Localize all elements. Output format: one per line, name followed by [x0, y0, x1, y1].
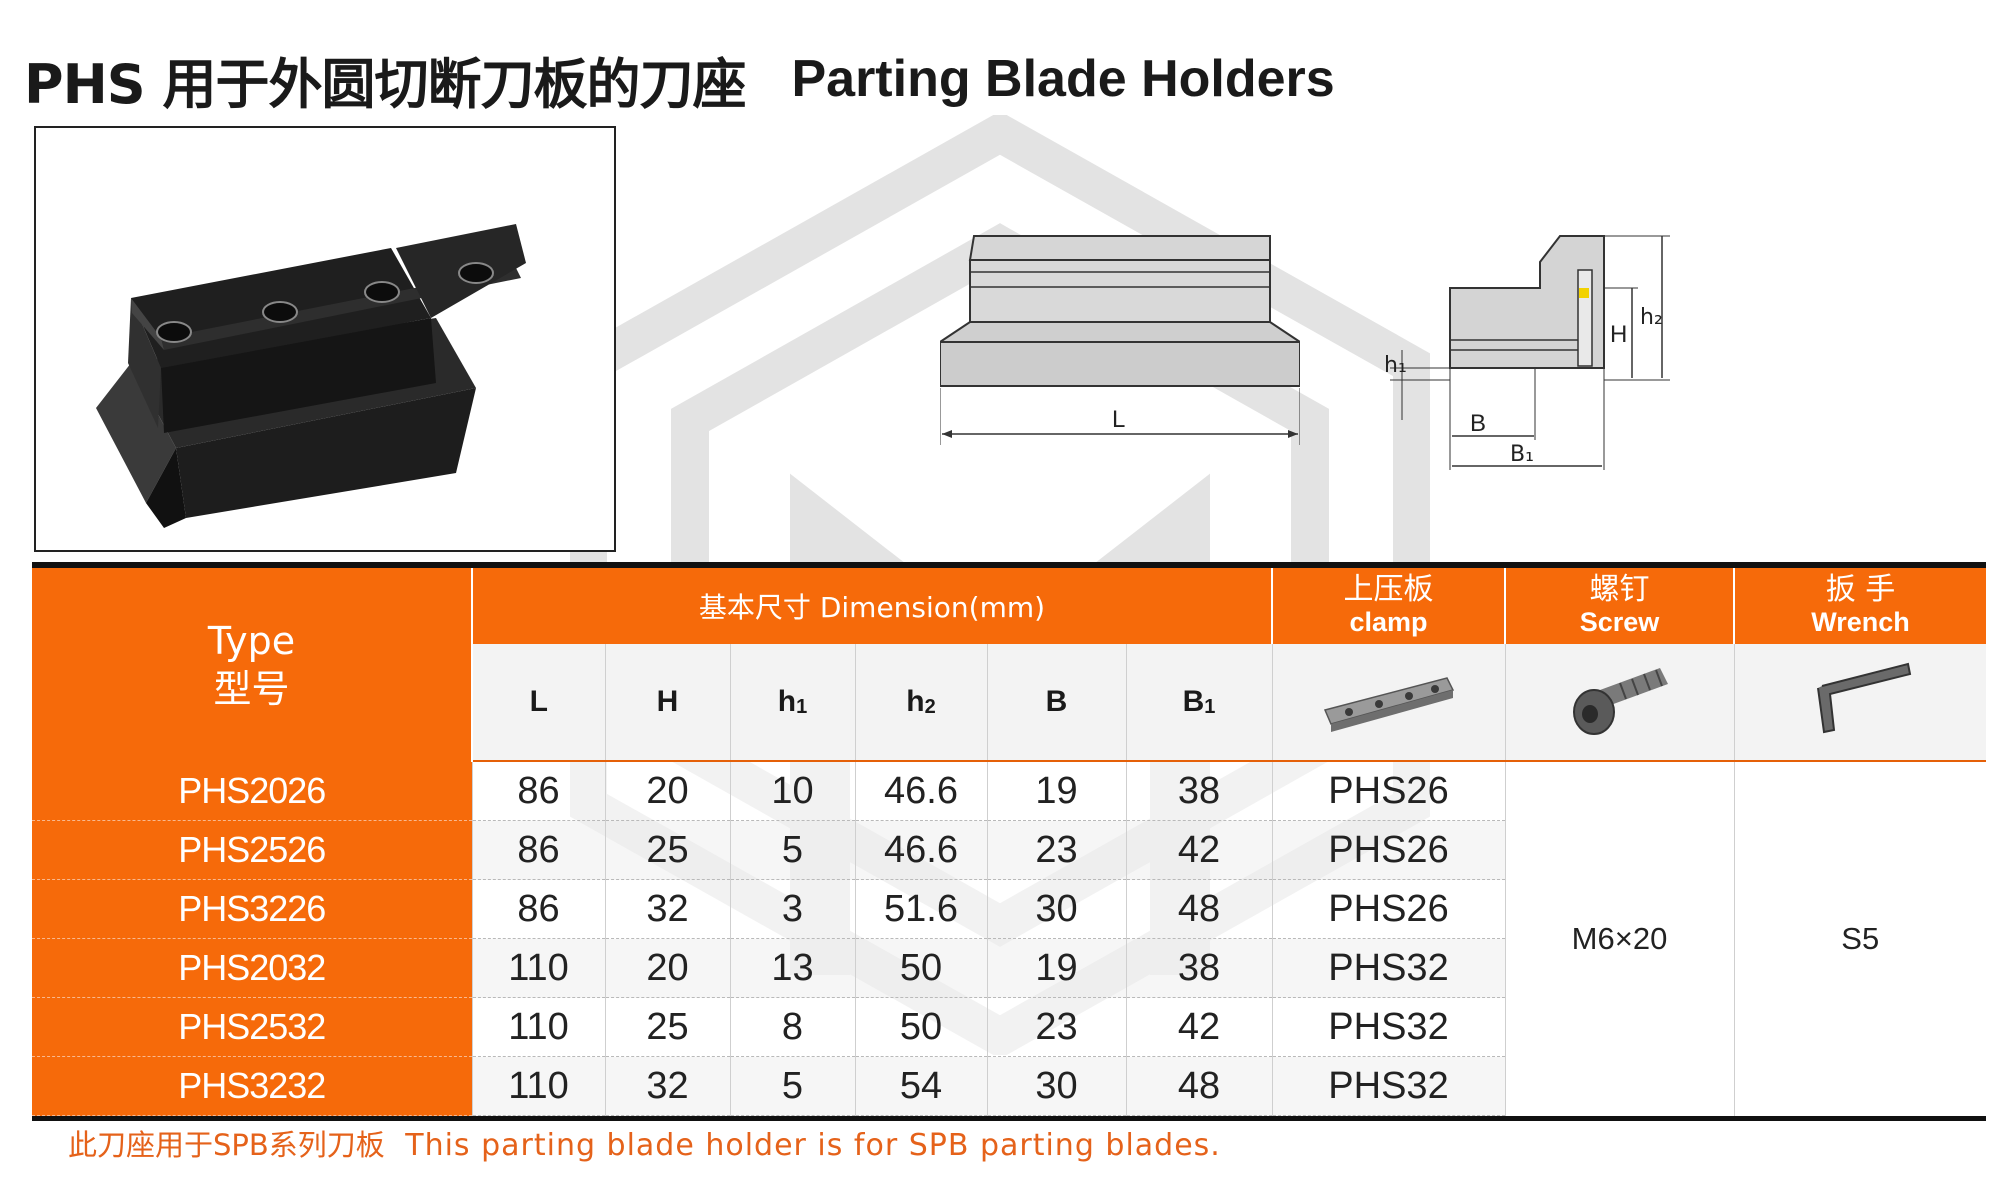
- col-header-H: H: [604, 644, 730, 762]
- product-photo: [34, 126, 616, 552]
- title-english: Parting Blade Holders: [791, 50, 1335, 108]
- clamp-icon-cell: [1271, 644, 1505, 762]
- wrench-icon: [1817, 662, 1912, 733]
- col-header-B: B: [986, 644, 1126, 762]
- dim-label-B1: B₁: [1510, 442, 1534, 467]
- wrench-header: 扳 手 Wrench: [1733, 568, 1986, 644]
- title-chinese: PHS 用于外圆切断刀板的刀座: [24, 52, 746, 116]
- col-header-h2: h2: [854, 644, 987, 762]
- col-header-h1: h1: [729, 644, 855, 762]
- spec-table: Type 型号 基本尺寸 Dimension(mm) 上压板 clamp 螺钉 …: [32, 562, 1986, 1121]
- table-row: PHS3232 110 32 5 54 30 48 PHS32: [32, 1056, 1986, 1116]
- table-row: PHS2026 86 20 10 46.6 19 38 PHS26 M6×20 …: [32, 761, 1986, 1116]
- dim-label-H: H: [1610, 321, 1627, 348]
- wrench-icon-cell: [1733, 644, 1986, 762]
- clamp-icon: [1323, 676, 1454, 732]
- screw-icon: [1572, 667, 1668, 735]
- dim-label-L: L: [1112, 406, 1125, 433]
- page-title: PHS 用于外圆切断刀板的刀座 Parting Blade Holders: [24, 34, 1335, 124]
- type-cell: PHS3226: [32, 879, 472, 939]
- footnote-chinese: 此刀座用于SPB系列刀板: [68, 1128, 385, 1162]
- col-header-B1: B1: [1125, 644, 1272, 762]
- screw-header: 螺钉 Screw: [1504, 568, 1734, 644]
- footnote-english: This parting blade holder is for SPB par…: [405, 1128, 1221, 1163]
- screw-value: M6×20: [1504, 761, 1734, 1116]
- type-header-en: Type: [207, 618, 296, 663]
- type-header-cn: 型号: [213, 666, 290, 711]
- type-cell: PHS2032: [32, 938, 472, 998]
- footnote: 此刀座用于SPB系列刀板 This parting blade holder i…: [68, 1122, 1221, 1164]
- screw-icon-cell: [1504, 644, 1734, 762]
- blade-holder-image: [96, 224, 526, 528]
- dimension-header: 基本尺寸 Dimension(mm): [471, 568, 1272, 644]
- type-cell: PHS2526: [32, 820, 472, 880]
- front-view-drawing: L: [940, 235, 1300, 445]
- dim-label-h2: h₂: [1640, 305, 1663, 330]
- dim-label-h1: h₁: [1384, 353, 1407, 378]
- type-header: Type 型号: [32, 568, 473, 761]
- dim-label-B: B: [1470, 410, 1486, 437]
- wrench-value: S5: [1733, 761, 1986, 1116]
- type-cell: PHS3232: [32, 1056, 472, 1116]
- type-cell: PHS2532: [32, 997, 472, 1057]
- clamp-header: 上压板 clamp: [1271, 568, 1505, 644]
- side-view-drawing: B B₁ h₁ H h₂: [1384, 235, 1670, 470]
- col-header-L: L: [471, 644, 605, 762]
- type-cell: PHS2026: [32, 761, 472, 821]
